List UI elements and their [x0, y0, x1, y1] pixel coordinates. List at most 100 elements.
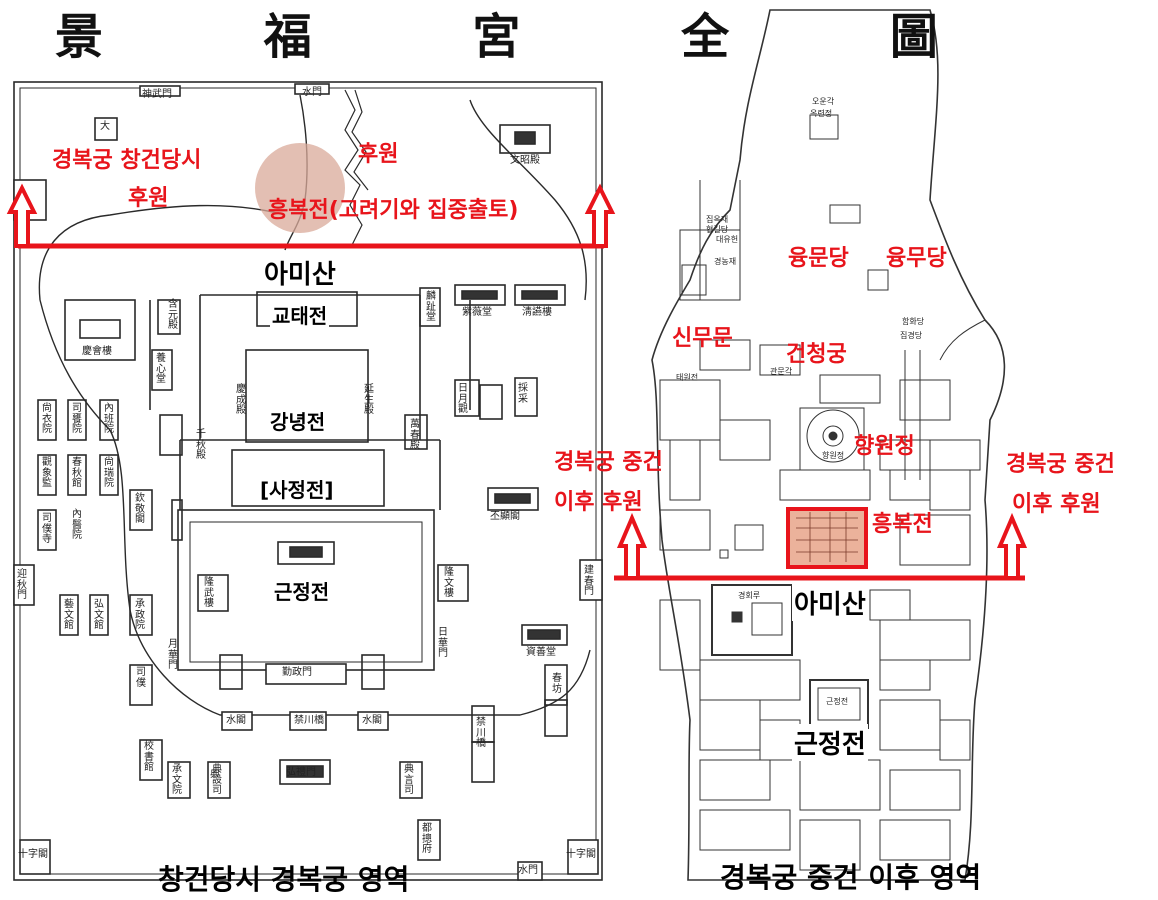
label-inji: 麟趾堂 — [426, 291, 436, 323]
gangnyeong-compound — [245, 349, 369, 443]
label-ilgwan: 日月觀 — [458, 383, 468, 415]
label-daeheo: 大 — [100, 121, 110, 132]
label-hamwon: 含元殿 — [168, 299, 178, 331]
right-yungmundang-label: 융문당 — [788, 246, 849, 271]
label-cheongyeon: 淸讌樓 — [522, 307, 552, 318]
label-gyeonghoe: 慶會樓 — [82, 346, 112, 357]
right-rear-right-1: 경복궁 중건 — [1006, 452, 1115, 477]
r-gyeonghoeru: 경회루 — [738, 591, 761, 600]
right-geoncheonggung-label: 건청궁 — [786, 342, 847, 367]
label-sipja-l: 十字閣 — [18, 849, 48, 860]
left-amisan-label: 아미산 — [262, 254, 338, 291]
right-hyangwonjeong-label: 향원정 — [854, 434, 915, 459]
right-amisan-label: 아미산 — [792, 584, 868, 621]
sajeong-compound — [231, 449, 385, 507]
r-hyeopgil: 협길당 — [706, 225, 729, 234]
label-geumcheon: 禁川橋 — [294, 715, 324, 726]
label-pichae: 採采 — [518, 383, 528, 405]
label-saongwon: 司饔院 — [72, 403, 82, 435]
label-sangui: 尙衣院 — [42, 403, 52, 435]
label-cheonchu: 千秋殿 — [196, 429, 206, 461]
label-sumun-bottom: 水門 — [518, 865, 538, 876]
right-map — [651, 9, 1006, 881]
label-honglye: 弘禮門 — [286, 767, 316, 778]
r-ounjak: 오운각 — [812, 97, 835, 106]
r-gwanmungak: 관문각 — [770, 367, 793, 376]
label-wolhwa: 月華門 — [168, 639, 178, 671]
label-sipja-r: 十字閣 — [566, 849, 596, 860]
label-heumgyeong: 欽敬閣 — [135, 493, 145, 525]
label-sumun-top: 水門 — [302, 87, 322, 98]
r-hyangwon-small: 향원정 — [822, 451, 845, 460]
left-rear-garden-sub: 후원 — [128, 186, 169, 211]
label-jeongyeong: 丕顯閣 — [490, 511, 520, 522]
label-yangsim: 養心堂 — [156, 353, 166, 385]
left-sajeongjeon-label: [사정전] — [258, 474, 336, 503]
label-sumun-l: 水閣 — [226, 715, 246, 726]
label-seungmun: 承文院 — [172, 764, 182, 796]
label-dobangsa: 都摠府 — [422, 823, 432, 855]
label-jaseon: 資善堂 — [526, 647, 556, 658]
label-ilhwa: 日華門 — [438, 627, 448, 659]
left-map-title: 景 福 宮 全 圖 — [55, 9, 1010, 65]
label-seungjeong: 承政院 — [135, 599, 145, 631]
label-gwansang: 觀象監 — [42, 457, 52, 489]
label-chunbang: 春坊 — [552, 673, 562, 695]
label-sumun-r: 水閣 — [362, 715, 382, 726]
label-manchun: 萬春殿 — [410, 419, 420, 451]
heungbok-site-circle — [255, 143, 345, 233]
right-sinmumun-label: 신무문 — [672, 326, 733, 351]
geunjeong-building — [277, 541, 335, 565]
label-yeongchu: 迎秋門 — [17, 569, 27, 601]
label-munso: 文昭殿 — [510, 155, 540, 166]
r-jibgyeong: 집경당 — [900, 331, 923, 340]
label-geungjeongmun: 勤政門 — [282, 667, 312, 678]
label-hongmun: 弘文館 — [94, 599, 104, 631]
label-sagwonbang: 司僕 — [136, 667, 146, 689]
label-jeonjip: 典 — [210, 769, 220, 780]
label-naebanwon: 內班院 — [104, 403, 114, 435]
r-ogyeon: 옥련정 — [810, 109, 833, 118]
label-gyeongseong: 慶成殿 — [236, 384, 246, 416]
label-naeuiwon: 內醫院 — [72, 509, 82, 541]
left-map-caption: 창건당시 경복궁 영역 — [158, 863, 410, 896]
label-sanggiwon: 尙瑞院 — [104, 457, 114, 489]
label-sabokji: 司僕寺 — [42, 513, 52, 545]
label-jeoneon: 典言司 — [404, 764, 414, 796]
r-taewonjeon: 태원전 — [676, 373, 699, 382]
label-yemun: 藝文館 — [64, 599, 74, 631]
label-geumcheongyo: 禁川橋 — [476, 717, 486, 749]
right-map-caption: 경복궁 중건 이후 영역 — [720, 861, 982, 894]
red-markers — [6, 183, 1028, 581]
label-yeonsaeng: 延生殿 — [364, 384, 374, 416]
label-yungmun: 隆文樓 — [444, 567, 454, 599]
left-rear-garden-title: 경복궁 창건당시 — [52, 148, 202, 173]
label-chunchu: 春秋館 — [72, 457, 82, 489]
outer-wall — [13, 81, 603, 881]
right-heungbokjeon-label: 흥복전 — [872, 512, 933, 537]
r-hamhwa: 함화당 — [902, 317, 925, 326]
left-gangnyeongjeon-label: 강녕전 — [268, 406, 328, 435]
right-rear-left-1: 경복궁 중건 — [554, 450, 663, 475]
label-jeonseol: 典設司 — [212, 764, 222, 796]
left-heungbokjeon-label: 흥복전(고려기와 집중출토) — [268, 198, 519, 223]
label-gyoseo: 校書館 — [144, 741, 154, 773]
geunjeongmun — [265, 663, 347, 685]
r-gyeongnongjae: 경농재 — [714, 257, 737, 266]
label-yunghui: 隆武樓 — [204, 577, 214, 609]
r-jibokjae: 집옥재 — [706, 215, 729, 224]
left-gyotaejeon-label: 교태전 — [270, 300, 330, 329]
right-rear-left-2: 이후 후원 — [554, 490, 643, 515]
right-geunjeongjeon-label: 근정전 — [792, 724, 868, 761]
heungbokjeon-highlight — [786, 507, 868, 569]
label-sinmu: 神武門 — [142, 89, 172, 100]
right-rear-right-2: 이후 후원 — [1012, 492, 1101, 517]
label-geonchun: 建春門 — [584, 565, 594, 597]
right-yungmudang-label: 융무당 — [886, 246, 947, 271]
left-geunjeongjeon-label: 근정전 — [272, 576, 332, 605]
left-huwon-label: 후원 — [358, 142, 399, 167]
r-geunjeong-small: 근정전 — [826, 697, 849, 706]
label-jagyeong: 紫薇堂 — [462, 307, 492, 318]
